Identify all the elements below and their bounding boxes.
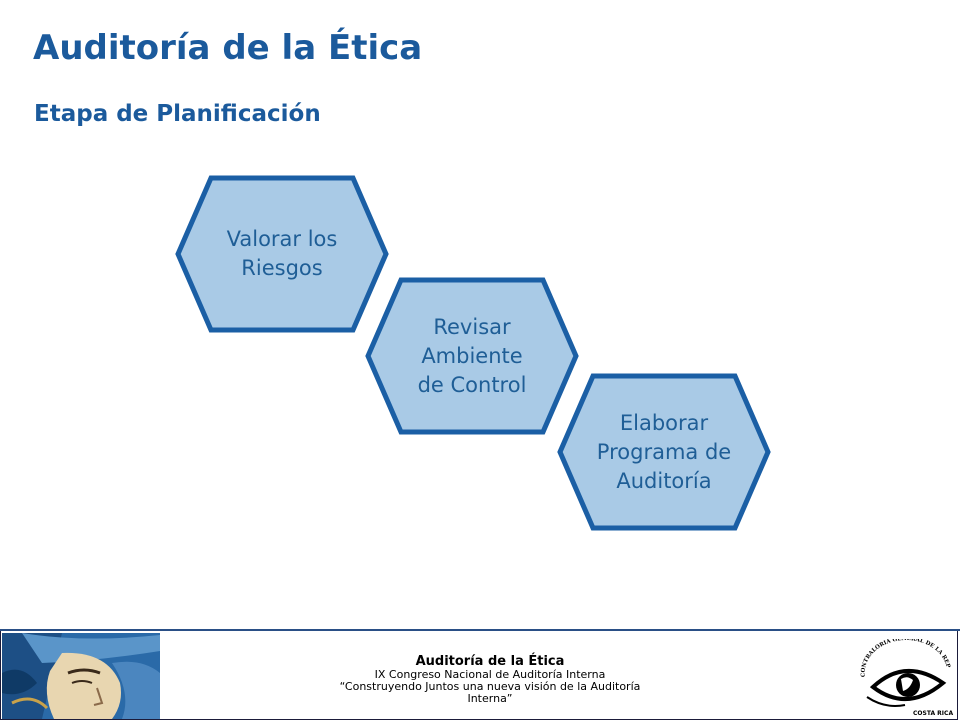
footer-banner: Auditoría de la Ética IX Congreso Nacion… (0, 629, 960, 722)
footer-congress-line: IX Congreso Nacional de Auditoría Intern… (374, 668, 606, 681)
face-artwork-image (2, 633, 160, 719)
svg-text:COSTA RICA: COSTA RICA (913, 710, 953, 717)
footer-motto-line-end: Interna” (467, 692, 513, 705)
hexagon-shape (557, 373, 771, 531)
footer-artwork (2, 633, 160, 719)
footer-title: Auditoría de la Ética (415, 654, 565, 669)
step-hexagon-valorar-riesgos: Valorar los Riesgos (175, 175, 389, 333)
step-label: Elaborar Programa de Auditoría (596, 410, 732, 493)
hexagon-shape (175, 175, 389, 333)
step-label: Revisar Ambiente de Control (417, 314, 527, 397)
footer-motto-line: “Construyendo Juntos una nueva visión de… (339, 680, 641, 693)
footer-caption: Auditoría de la Ética IX Congreso Nacion… (300, 654, 680, 705)
step-label: Valorar los Riesgos (226, 227, 338, 280)
step-hexagon-revisar-ambiente: Revisar Ambiente de Control (365, 277, 579, 435)
slide-subtitle: Etapa de Planificación (34, 101, 321, 127)
hexagon-shape (365, 277, 579, 435)
contraloria-logo: CONTRALORIA GENERAL DE LA REPUBLICA COST… (852, 635, 955, 719)
slide-title: Auditoría de la Ética (33, 28, 423, 68)
contraloria-eye-logo-icon: CONTRALORIA GENERAL DE LA REPUBLICA COST… (852, 635, 954, 717)
step-hexagon-elaborar-programa: Elaborar Programa de Auditoría (557, 373, 771, 531)
